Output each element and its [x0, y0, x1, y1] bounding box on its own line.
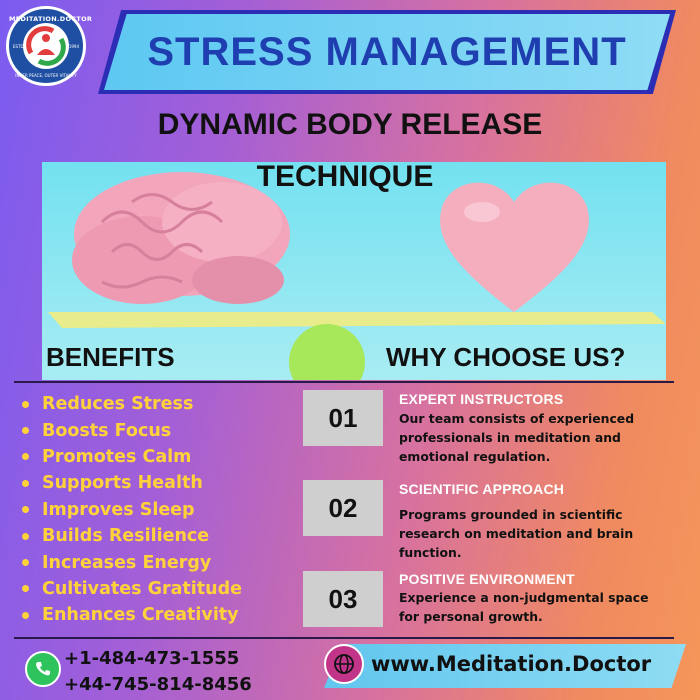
list-item: Boosts Focus: [22, 417, 242, 443]
logo-emblem: [23, 23, 69, 69]
logo-year: 1994: [68, 44, 79, 49]
list-item: Enhances Creativity: [22, 602, 242, 628]
phone-number-uk[interactable]: +44-745-814-8456: [64, 674, 252, 695]
bullet-icon: [22, 453, 29, 461]
seesaw-fulcrum: [289, 324, 365, 400]
reason-number-03: 03: [303, 571, 383, 627]
logo-estd: ESTD.: [13, 44, 25, 49]
reason-title-scientific-approach: SCIENTIFIC APPROACH: [399, 481, 565, 497]
bullet-icon: [22, 479, 29, 487]
page-title: STRESS MANAGEMENT: [147, 29, 627, 74]
reason-number-01: 01: [303, 390, 383, 446]
list-item: Builds Resilience: [22, 523, 242, 549]
list-item: Improves Sleep: [22, 497, 242, 523]
reason-number-02: 02: [303, 480, 383, 536]
logo-tagline: INNER PEACE, OUTER VITALITY: [15, 73, 77, 78]
list-item: Supports Health: [22, 470, 242, 496]
reason-desc-positive-environment: Experience a non-judgmental space for pe…: [399, 590, 649, 624]
reason-title-positive-environment: POSITIVE ENVIRONMENT: [399, 571, 575, 587]
heart-icon: [440, 182, 589, 312]
globe-icon[interactable]: [324, 644, 364, 684]
reason-title-expert-instructors: EXPERT INSTRUCTORS: [399, 391, 564, 407]
bullet-icon: [22, 611, 29, 619]
subtitle-line-1: DYNAMIC BODY RELEASE: [157, 108, 543, 141]
seesaw-plank: [48, 312, 666, 328]
brand-logo: MEDITATION.DOCTOR ESTD. 1994 INNER PEACE…: [6, 6, 93, 86]
list-item: Promotes Calm: [22, 444, 242, 470]
meditation-figure-icon: [26, 26, 66, 66]
whatsapp-phone-icon[interactable]: [25, 651, 61, 687]
subtitle-line-2: TECHNIQUE: [256, 160, 434, 193]
bullet-icon: [22, 400, 29, 408]
list-item: Cultivates Gratitude: [22, 576, 242, 602]
brain-heart-balance-illustration: [42, 162, 666, 400]
bullet-icon: [22, 585, 29, 593]
bullet-icon: [22, 532, 29, 540]
website-link[interactable]: www.Meditation.Doctor: [371, 652, 652, 676]
bullet-icon: [22, 559, 29, 567]
brain-icon: [72, 172, 290, 304]
list-item: Reduces Stress: [22, 391, 242, 417]
top-divider: [14, 381, 674, 383]
logo-name: MEDITATION.DOCTOR: [9, 15, 93, 23]
reason-desc-scientific-approach: Programs grounded in scientific research…: [399, 507, 634, 560]
bottom-divider: [14, 637, 674, 639]
reason-desc-expert-instructors: Our team consists of experienced profess…: [399, 411, 635, 464]
phone-number-us[interactable]: +1-484-473-1555: [64, 648, 240, 669]
why-choose-us-heading: WHY CHOOSE US?: [386, 342, 626, 372]
benefits-heading: BENEFITS: [46, 342, 175, 372]
benefits-list: Reduces Stress Boosts Focus Promotes Cal…: [22, 391, 242, 629]
title-banner: STRESS MANAGEMENT: [104, 14, 670, 90]
bullet-icon: [22, 427, 29, 435]
bullet-icon: [22, 506, 29, 514]
website-banner: [324, 644, 686, 688]
list-item: Increases Energy: [22, 549, 242, 575]
